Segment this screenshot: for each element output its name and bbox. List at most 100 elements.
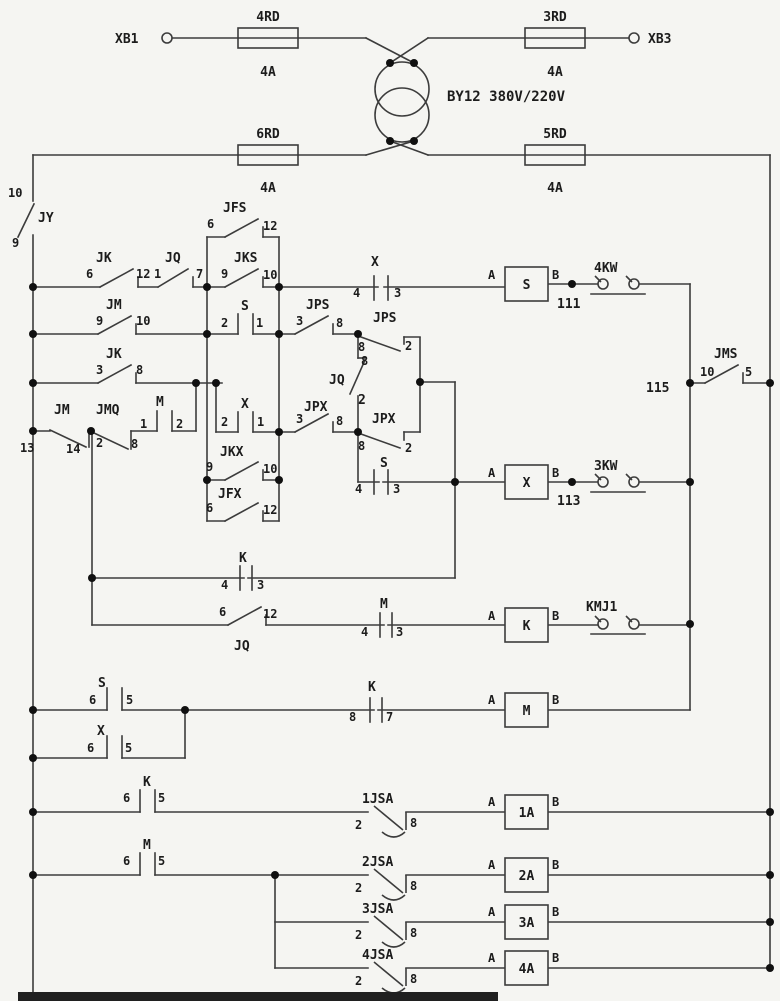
connector-KMJ1-pin-tick bbox=[594, 615, 602, 623]
junction-dot bbox=[568, 478, 576, 486]
label: 6 bbox=[87, 741, 94, 755]
label: 3RD bbox=[543, 10, 567, 25]
wire bbox=[223, 217, 260, 239]
label: A bbox=[488, 951, 496, 965]
label: 9 bbox=[12, 236, 19, 250]
coil-S-label: S bbox=[523, 278, 531, 293]
label: S bbox=[241, 299, 249, 314]
label: A bbox=[488, 268, 496, 282]
label: 6 bbox=[123, 854, 130, 868]
coil-S: S bbox=[504, 266, 549, 302]
connector-4KW-pin-tick bbox=[625, 275, 633, 283]
label: XB1 bbox=[115, 32, 139, 47]
label: 6 bbox=[86, 267, 93, 281]
label: 12 bbox=[263, 219, 277, 233]
junction-dot bbox=[275, 476, 283, 484]
coil-3A: 3A bbox=[504, 904, 549, 940]
transformer-primary-winding bbox=[374, 61, 430, 117]
label: JMQ bbox=[96, 403, 120, 418]
connector-3KW-pin-tick bbox=[625, 473, 633, 481]
label: 2 bbox=[355, 881, 362, 895]
label: 6 bbox=[219, 605, 226, 619]
label: 12 bbox=[263, 503, 277, 517]
wire bbox=[365, 140, 415, 156]
label: 5 bbox=[158, 854, 165, 868]
label: JPS bbox=[373, 311, 397, 326]
label: JK bbox=[96, 251, 112, 266]
label: A bbox=[488, 858, 496, 872]
label: 8 bbox=[136, 363, 143, 377]
label: 6 bbox=[207, 217, 214, 231]
label: X bbox=[241, 397, 249, 412]
coil-S-outline bbox=[504, 266, 549, 302]
label: 9 bbox=[96, 314, 103, 328]
label: 5 bbox=[158, 791, 165, 805]
wire bbox=[48, 428, 88, 449]
wire bbox=[388, 139, 430, 157]
label: 4A bbox=[547, 65, 563, 80]
junction-dot bbox=[451, 478, 459, 486]
label: 111 bbox=[557, 297, 581, 312]
label: 2JSA bbox=[362, 855, 393, 870]
junction-dot bbox=[88, 574, 96, 582]
label: KMJ1 bbox=[586, 600, 617, 615]
label: K bbox=[239, 551, 247, 566]
connector-3KW-pin-tick bbox=[594, 473, 602, 481]
label: 10 bbox=[263, 462, 277, 476]
label: X bbox=[371, 255, 379, 270]
wire bbox=[98, 267, 135, 289]
contact-1JSA bbox=[373, 805, 407, 838]
coil-3A-label: 3A bbox=[519, 916, 535, 931]
junction-dot bbox=[686, 379, 694, 387]
label: 3KW bbox=[594, 459, 618, 474]
label: A bbox=[488, 609, 496, 623]
coil-4A: 4A bbox=[504, 950, 549, 986]
junction-dot bbox=[271, 871, 279, 879]
label: 1JSA bbox=[362, 792, 393, 807]
label: M bbox=[380, 597, 388, 612]
wire bbox=[223, 501, 260, 523]
label: 4JSA bbox=[362, 948, 393, 963]
label: 2 bbox=[355, 928, 362, 942]
label: K bbox=[143, 775, 151, 790]
connector-4KW-pin-tick bbox=[594, 275, 602, 283]
label: S bbox=[380, 456, 388, 471]
label: 4 bbox=[355, 482, 362, 496]
wire bbox=[293, 314, 330, 336]
junction-layer bbox=[29, 59, 774, 972]
wire bbox=[359, 432, 402, 450]
label: JQ bbox=[165, 251, 181, 266]
label: 2 bbox=[96, 436, 103, 450]
label: X bbox=[97, 724, 105, 739]
junction-dot bbox=[29, 808, 37, 816]
coil-K-label: K bbox=[523, 619, 531, 634]
label: 6 bbox=[89, 693, 96, 707]
label: 4A bbox=[260, 181, 276, 196]
label: B bbox=[552, 951, 559, 965]
label: 2 bbox=[221, 316, 228, 330]
label: 8 bbox=[336, 316, 343, 330]
junction-dot bbox=[275, 330, 283, 338]
junction-dot bbox=[275, 283, 283, 291]
junction-dot bbox=[29, 427, 37, 435]
label: JM bbox=[54, 403, 70, 418]
label: 2 bbox=[355, 818, 362, 832]
junction-dot bbox=[386, 59, 394, 67]
coil-1A: 1A bbox=[504, 794, 549, 830]
coil-4A-label: 4A bbox=[519, 962, 535, 977]
fuse-6RD bbox=[237, 144, 299, 166]
scan-artifact-band bbox=[18, 992, 498, 1001]
label: 2 bbox=[176, 417, 183, 431]
junction-dot bbox=[410, 59, 418, 67]
label: 8 bbox=[336, 414, 343, 428]
label: 1 bbox=[257, 415, 264, 429]
coil-M-outline bbox=[504, 692, 549, 728]
label: BY12 380V/220V bbox=[447, 89, 566, 105]
label: 8 bbox=[410, 972, 417, 986]
label: A bbox=[488, 693, 496, 707]
wire bbox=[16, 202, 36, 239]
label: B bbox=[552, 905, 559, 919]
label: 2 bbox=[355, 974, 362, 988]
